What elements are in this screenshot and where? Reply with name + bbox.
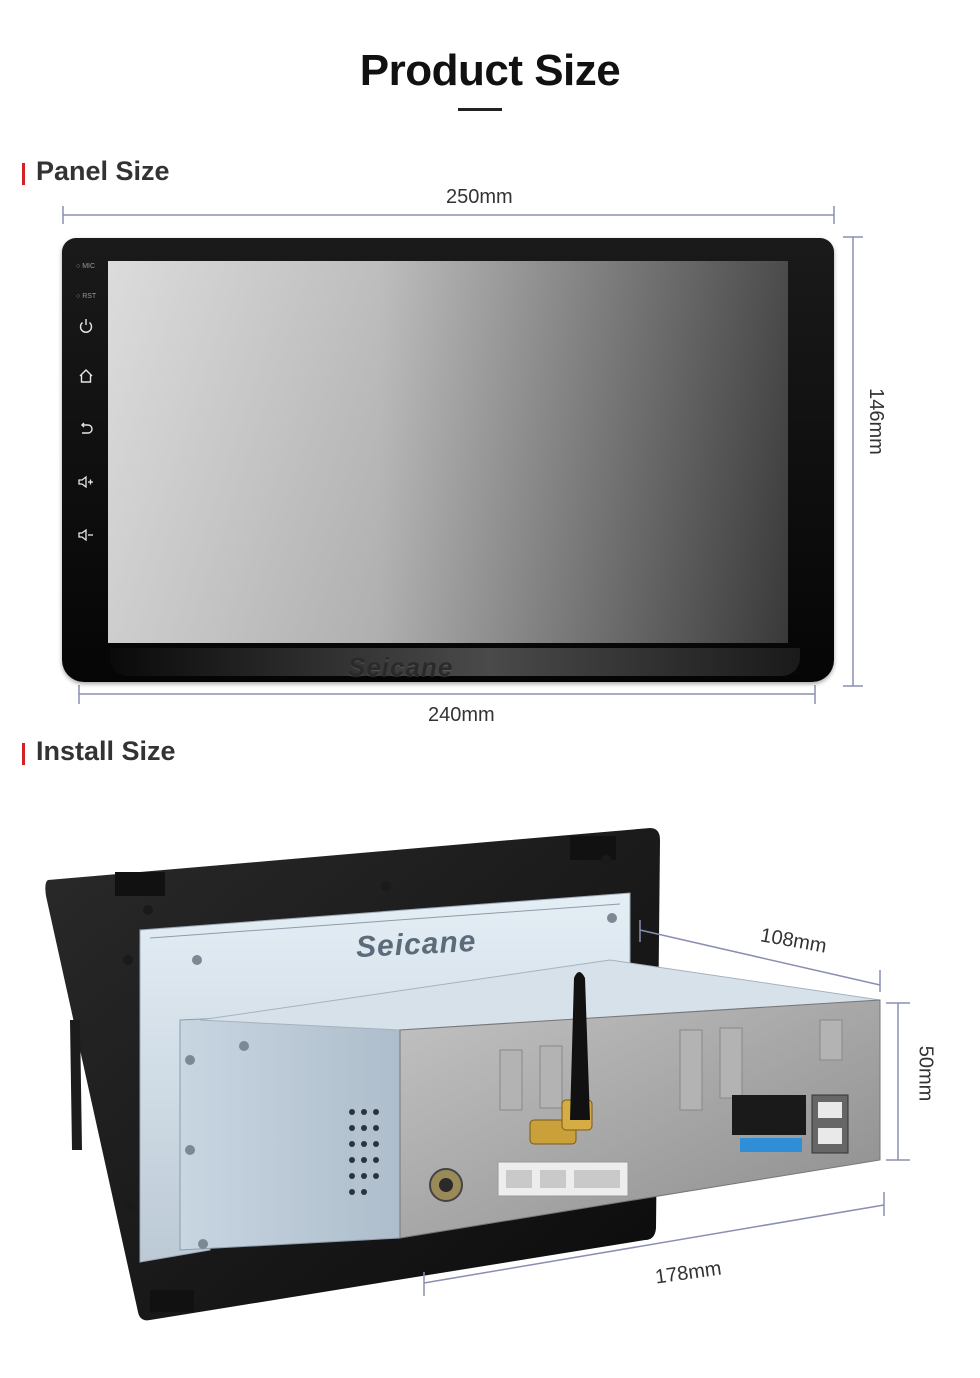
mic-label: ○ MIC <box>76 263 96 270</box>
home-icon[interactable] <box>76 366 96 386</box>
power-icon[interactable] <box>76 316 96 336</box>
install-height-label: 50mm <box>914 1045 937 1102</box>
page-title: Product Size <box>359 46 621 95</box>
panel-chin <box>110 648 800 676</box>
title-underline <box>458 108 502 111</box>
panel-size-heading: Panel Size <box>36 156 170 186</box>
mic-dot-icon: ○ <box>76 263 83 270</box>
install-heading-accent-bar <box>22 743 25 765</box>
brand-logo-panel: Seicane <box>348 652 454 682</box>
rst-dot-icon: ○ <box>76 293 83 300</box>
volume-down-icon[interactable] <box>76 525 96 545</box>
panel-heading-accent-bar <box>22 163 25 185</box>
touch-screen <box>108 261 788 643</box>
rst-label: ○ RST <box>76 293 97 300</box>
panel-width-bottom-label: 240mm <box>428 704 495 726</box>
install-size-heading: Install Size <box>36 736 176 766</box>
screen-shade <box>108 261 788 643</box>
back-icon[interactable] <box>76 419 96 439</box>
panel-width-top-label: 250mm <box>446 186 513 208</box>
panel-dimension-lines <box>62 206 863 704</box>
volume-up-icon[interactable] <box>76 472 96 492</box>
